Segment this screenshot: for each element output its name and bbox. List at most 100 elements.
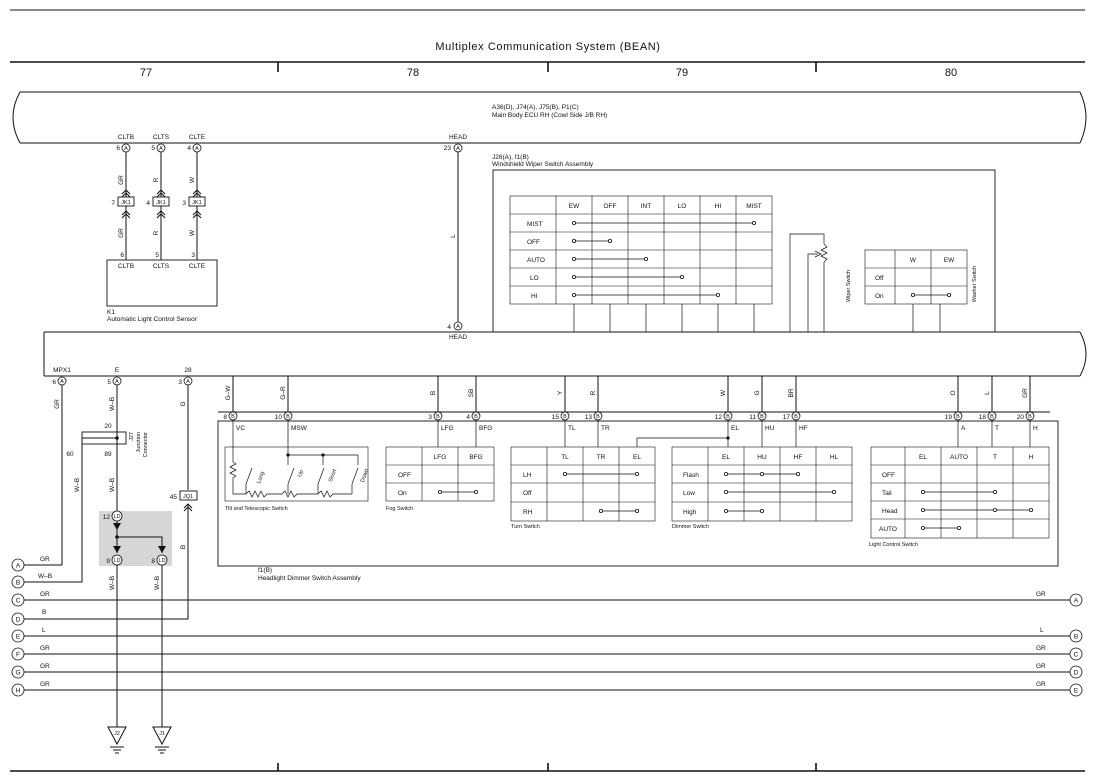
bus-line-g: G GR GR D [11,663,1083,679]
svg-text:HL: HL [830,454,839,461]
svg-text:28: 28 [184,367,192,374]
tilt-telescopic-switch: Long Up Short Down Tilt and Telescopic S… [224,420,370,512]
svg-text:Y: Y [557,390,564,395]
svg-text:CLTE: CLTE [189,263,206,270]
svg-text:Short: Short [328,468,338,483]
svg-text:Up: Up [297,469,305,478]
svg-text:GR: GR [1036,663,1046,670]
svg-text:A: A [16,563,21,570]
svg-text:12: 12 [715,414,723,421]
svg-text:Tail: Tail [882,490,892,497]
svg-text:GR: GR [54,399,61,409]
svg-text:GR: GR [1022,388,1029,398]
svg-text:TL: TL [561,454,569,461]
svg-text:Washer Switch: Washer Switch [972,266,978,302]
svg-text:J2: J2 [114,731,120,737]
svg-text:OFF: OFF [604,203,617,210]
svg-text:4: 4 [146,200,150,207]
svg-text:High: High [683,509,697,516]
svg-text:9: 9 [106,558,110,565]
svg-text:A: A [195,146,199,152]
svg-text:INT: INT [641,203,652,210]
svg-text:CLTE: CLTE [189,134,206,141]
svg-text:4: 4 [187,145,191,152]
svg-text:EL: EL [633,454,641,461]
svg-text:19: 19 [945,414,953,421]
svg-text:A: A [124,146,128,152]
svg-text:Light Control Switch: Light Control Switch [869,542,918,548]
svg-text:JK1: JK1 [156,200,165,206]
svg-text:Low: Low [683,490,695,497]
svg-text:VC: VC [236,425,245,432]
svg-text:W–B: W–B [109,576,116,590]
svg-text:MIST: MIST [527,221,543,228]
svg-text:B: B [231,414,235,420]
svg-text:T: T [995,425,999,432]
svg-text:LD: LD [113,558,120,564]
svg-text:G: G [180,401,187,406]
svg-text:Flash: Flash [683,472,699,479]
svg-text:W–B: W–B [109,397,116,411]
svg-text:HEAD: HEAD [449,134,467,141]
svg-text:TR: TR [597,454,606,461]
turn-switch: TL TR EL LH Off RH Turn Switch [510,420,730,530]
svg-text:E: E [115,367,120,374]
jk1-connector-3: JK1 3 [182,189,206,219]
svg-text:HF: HF [799,425,808,432]
svg-text:C: C [1074,652,1079,659]
svg-text:HU: HU [765,425,775,432]
svg-text:Junction: Junction [136,432,142,453]
svg-text:A: A [115,379,119,385]
svg-text:CLTS: CLTS [153,134,170,141]
svg-text:GR: GR [1036,681,1046,688]
svg-text:On: On [875,293,884,300]
svg-text:GR: GR [40,681,50,688]
svg-text:Tilt and Telescopic Switch: Tilt and Telescopic Switch [225,506,288,512]
ecu-pin-e: E 5 A [107,367,122,386]
svg-text:6: 6 [52,379,56,386]
svg-text:B: B [760,414,764,420]
svg-text:G–W: G–W [225,385,232,401]
svg-text:B: B [16,580,20,587]
svg-text:MPX1: MPX1 [53,367,71,374]
svg-text:OFF: OFF [882,472,895,479]
svg-text:8: 8 [223,414,227,421]
svg-text:A: A [456,324,460,330]
svg-text:L: L [42,627,46,634]
svg-text:A: A [1074,598,1079,605]
svg-text:11: 11 [749,414,756,421]
svg-text:3: 3 [182,200,186,207]
column-80: 80 [945,67,957,79]
svg-text:15: 15 [552,414,560,421]
svg-text:OFF: OFF [398,472,411,479]
light-control-sensor: CLTB CLTS CLTE K1 Automatic Light Contro… [106,259,218,323]
svg-text:AUTO: AUTO [950,454,968,461]
svg-text:TR: TR [601,425,610,432]
svg-text:EL: EL [919,454,927,461]
svg-text:B: B [726,414,730,420]
wire-r-1: R [153,177,160,182]
bus-line-d: D B [11,609,46,626]
svg-text:23: 23 [444,145,452,152]
svg-text:H: H [16,688,21,695]
svg-text:20: 20 [104,423,112,430]
svg-text:LD: LD [158,558,165,564]
ground-j1: J1 [152,726,172,754]
washer-switch: W EW Off On Washer Switch [864,249,978,332]
wire-l-head: L [450,234,457,238]
svg-text:On: On [398,490,407,497]
svg-text:K1: K1 [107,309,115,316]
svg-text:BFG: BFG [479,425,492,432]
svg-text:E: E [16,634,21,641]
svg-text:45: 45 [170,494,178,501]
svg-text:G: G [754,390,761,395]
ecu-pin-clte: CLTE 4 A [187,134,206,153]
svg-text:Windshield Wiper Switch Assemb: Windshield Wiper Switch Assembly [492,161,594,168]
svg-text:Connector: Connector [143,432,149,458]
ecu-name: Main Body ECU RH (Cowl Side J/B RH) [492,112,607,119]
svg-text:D: D [16,617,21,624]
svg-text:AUTO: AUTO [527,257,545,264]
svg-text:EL: EL [722,454,730,461]
svg-text:CLTS: CLTS [153,263,170,270]
j27-junction-connector: 20 60 89 J27 Junction Connector [66,423,149,513]
